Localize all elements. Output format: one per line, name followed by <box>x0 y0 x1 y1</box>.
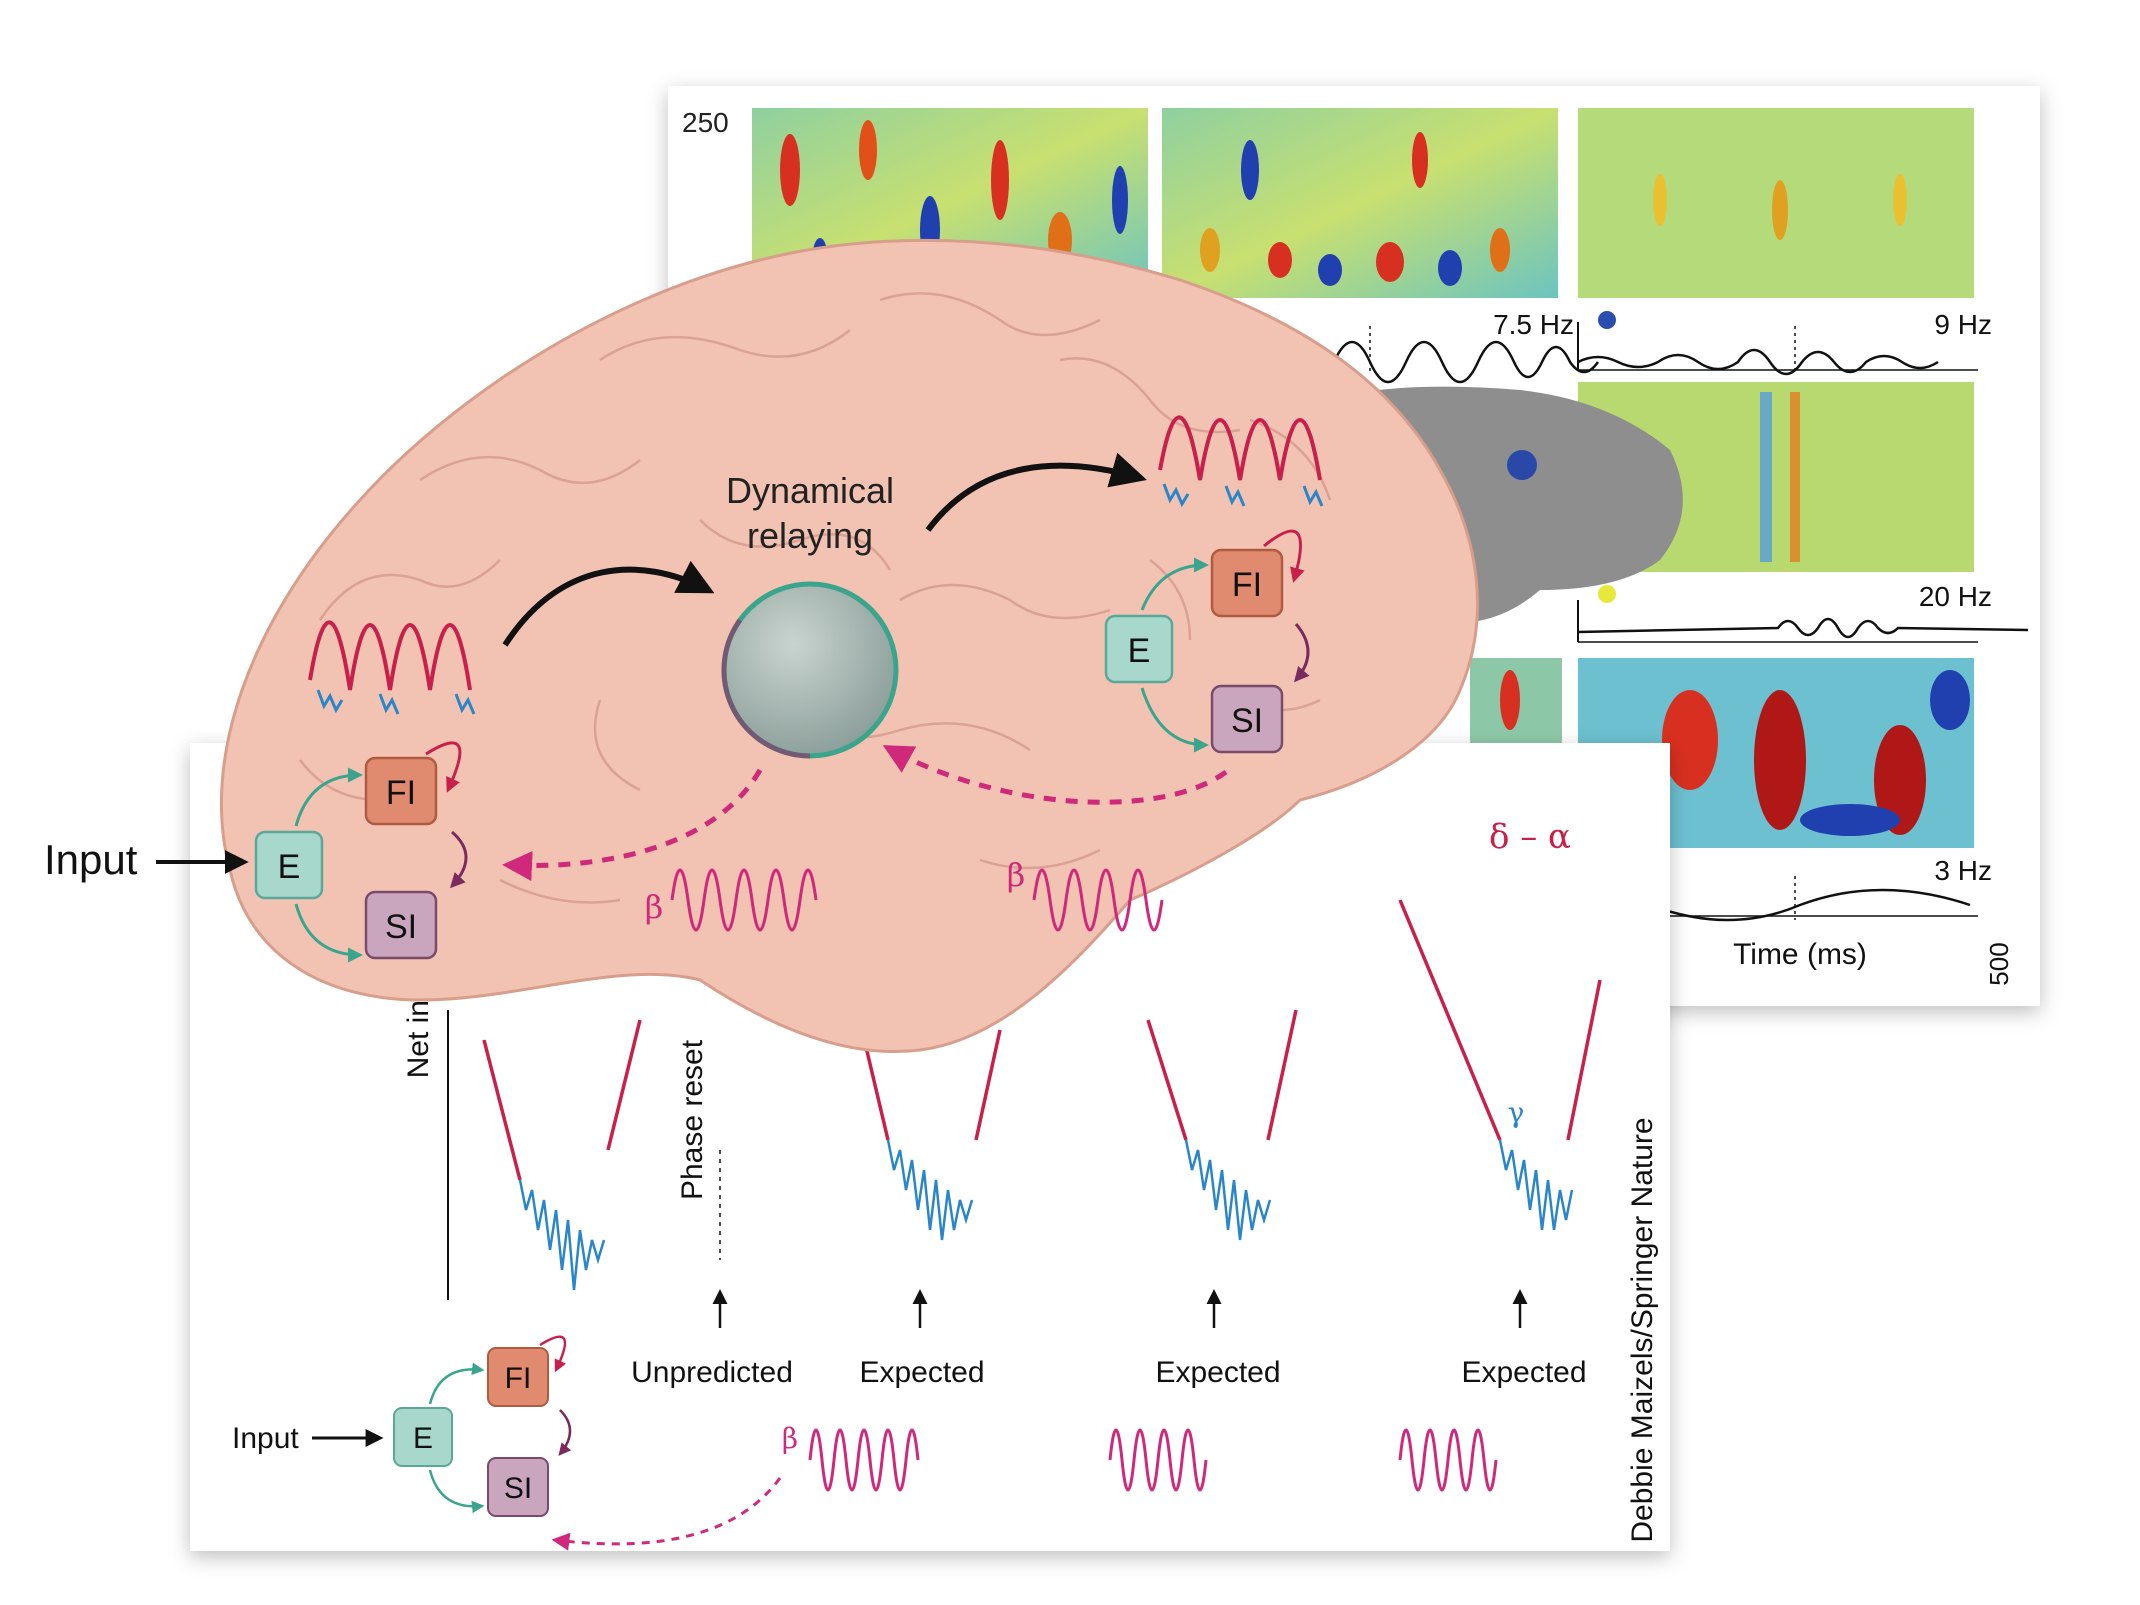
freq-label-9hz: 9 Hz <box>1934 309 1992 340</box>
small-node-e-label: E <box>413 1422 433 1455</box>
small-node-fi <box>487 1347 549 1407</box>
small-node-si <box>487 1457 549 1517</box>
wave-blue-2 <box>886 1139 974 1241</box>
bottom-beta-waves <box>808 1428 1498 1492</box>
wave-red-2b <box>974 1029 1002 1141</box>
freq-label-20hz: 20 Hz <box>1919 581 1992 612</box>
brain-right-node-fi <box>1210 548 1284 618</box>
frequency-traces <box>1260 322 2029 922</box>
event-arrows <box>712 1289 1528 1328</box>
event-unpredicted: Unpredicted <box>631 1356 793 1389</box>
brain-beta-label-right: β <box>1007 856 1026 894</box>
wave-red-1b <box>606 1019 642 1151</box>
freq-label-7-5hz: 7.5 Hz <box>1493 309 1574 340</box>
small-node-e <box>393 1407 453 1467</box>
brain-osc-right <box>1158 415 1324 508</box>
relay-label-line1: Dynamical <box>726 470 894 511</box>
small-node-si-label: SI <box>504 1472 532 1505</box>
event-expected-1: Expected <box>859 1356 984 1389</box>
dot-yellow <box>1598 585 1616 603</box>
spectrogram-tile-2 <box>1162 108 1558 298</box>
bottom-beta-label: β <box>782 1422 798 1455</box>
brain-circuit-right: E FI SI <box>1104 529 1310 754</box>
event-expected-2: Expected <box>1155 1356 1280 1389</box>
brain-left-node-si-label: SI <box>385 908 417 946</box>
x-tick-500: 500 <box>1984 942 2014 985</box>
relay-arrow-out <box>925 452 1147 532</box>
brain-right-node-si <box>1210 684 1284 754</box>
relay-arrow-in <box>502 560 715 647</box>
credit-text: Debbie Maizels/Springer Nature <box>1626 1117 1659 1542</box>
trace-9hz <box>1577 348 1939 376</box>
brain-gyri <box>299 292 1332 904</box>
x-axis-label: Time (ms) <box>1733 938 1867 971</box>
brain-circuit-left: E FI SI <box>254 741 468 963</box>
wave-red-4b <box>1566 979 1602 1141</box>
dot-blue <box>1598 311 1616 329</box>
brain-osc-left <box>308 620 476 715</box>
brain-illustration: Dynamical relaying β β E FI SI <box>219 238 1479 1054</box>
brain-beta-label-left: β <box>645 888 664 926</box>
phase-reset-label: Phase reset <box>676 1039 709 1200</box>
wave-blue-3 <box>1184 1139 1272 1241</box>
bottom-feedback-arrow <box>551 1477 782 1551</box>
feedback-arrow-left <box>502 768 763 882</box>
brain-right-node-e <box>1104 614 1174 684</box>
wave-red-3b <box>1266 1009 1298 1141</box>
brain-model-electrode <box>1507 450 1537 480</box>
wave-red-4a <box>1398 899 1502 1141</box>
wave-red-3a <box>1146 1019 1188 1141</box>
big-input-label: Input <box>30 832 152 888</box>
y-tick-250: 250 <box>682 107 729 138</box>
brain-right-node-si-label: SI <box>1231 702 1263 740</box>
beta-wave-2 <box>1108 1428 1208 1492</box>
event-expected-3: Expected <box>1461 1356 1586 1389</box>
relay-label-line2: relaying <box>747 515 873 556</box>
feedback-arrow-right <box>882 745 1228 805</box>
beta-wave-1 <box>808 1428 920 1492</box>
wave-blue-1 <box>518 1179 606 1291</box>
brain-left-node-fi-label: FI <box>386 774 416 812</box>
small-circuit: Input E FI SI <box>232 1335 572 1517</box>
small-input-label: Input <box>232 1422 299 1455</box>
wave-red-1a <box>482 1039 522 1181</box>
trace-20hz <box>1577 617 2029 639</box>
brain-beta-wave-right <box>1032 868 1164 932</box>
brain-left-node-si <box>364 890 438 960</box>
brain-left-node-fi <box>364 756 438 826</box>
beta-wave-3 <box>1398 1428 1498 1492</box>
freq-label-3hz: 3 Hz <box>1934 855 1992 886</box>
delta-alpha-label: δ – α <box>1489 817 1571 857</box>
gamma-label: γ <box>1508 1096 1525 1129</box>
brain-right-node-e-label: E <box>1128 632 1151 670</box>
brain-left-node-e-label: E <box>278 848 301 886</box>
brain-beta-wave-left <box>670 868 818 932</box>
brain-left-node-e <box>254 830 324 900</box>
brain-right-node-fi-label: FI <box>1232 566 1262 604</box>
trace-3hz <box>1649 888 1971 922</box>
small-node-fi-label: FI <box>505 1362 532 1395</box>
wave-blue-4 <box>1498 1139 1574 1231</box>
